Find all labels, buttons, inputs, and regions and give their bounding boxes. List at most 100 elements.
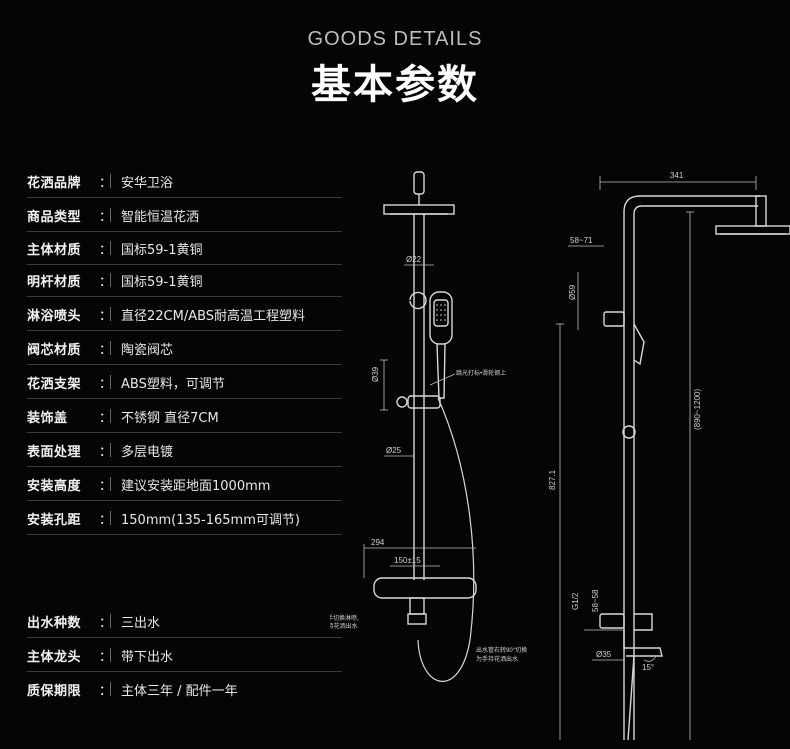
spec-colon: ： [99, 209, 113, 225]
spec-value: 陶瓷阀芯 [121, 342, 174, 358]
spec-colon: ： [99, 175, 113, 191]
spec-divider [27, 364, 342, 365]
spec-separator [110, 307, 111, 321]
spec-value: 不锈钢 直径7CM [121, 410, 219, 426]
dim-d39: Ø39 [371, 366, 380, 382]
spec-colon: ： [99, 342, 113, 358]
spec-label: 淋浴喷头 [27, 308, 82, 324]
spec-label: 主体龙头 [27, 649, 82, 665]
spec-colon: ： [99, 308, 113, 324]
spec-value: 国标59-1黄铜 [121, 274, 203, 290]
spec-label: 明杆材质 [27, 274, 82, 290]
spec-label: 出水种数 [27, 615, 82, 631]
spec-value: ABS塑料，可调节 [121, 376, 225, 392]
spec-colon: ： [99, 512, 113, 528]
spec-divider [27, 432, 342, 433]
dim-g12: G1/2 [571, 592, 580, 610]
spec-divider [27, 500, 342, 501]
product-diagram: Ø22 Ø39 Ø25 294 150±15 跳光打标•滑轮钢上 此把手切换淋喷… [330, 171, 790, 741]
spec-colon: ： [99, 683, 113, 699]
dim-h890-1200: (890~1200) [693, 389, 702, 430]
spec-label: 表面处理 [27, 444, 82, 460]
spec-label: 阀芯材质 [27, 342, 82, 358]
note-switch-1: 此把手切换淋喷, [330, 614, 359, 622]
spec-divider [27, 671, 342, 672]
header-title-en: GOODS DETAILS [307, 28, 483, 50]
spec-divider [27, 637, 342, 638]
spec-value: 国标59-1黄铜 [121, 242, 203, 258]
spec-row: 明杆材质 ： 国标59-1黄铜 [27, 269, 203, 291]
spec-label: 装饰盖 [27, 410, 68, 426]
spec-label: 商品类型 [27, 209, 82, 225]
spec-separator [110, 174, 111, 188]
spec-colon: ： [99, 649, 113, 665]
spec-divider [27, 296, 342, 297]
spec-row: 花洒品牌 ： 安华卫浴 [27, 170, 173, 192]
spec-label: 质保期限 [27, 683, 82, 699]
spec-separator [110, 375, 111, 389]
spec-value: 建议安装距地面1000mm [121, 478, 271, 494]
dim-w294: 294 [371, 538, 385, 547]
note-outlet-2: 为手持花洒出水 [476, 655, 518, 663]
spec-row: 阀芯材质 ： 陶瓷阀芯 [27, 337, 173, 359]
spec-separator [110, 477, 111, 491]
spec-separator [110, 208, 111, 222]
spec-separator [110, 341, 111, 355]
note-bracket: 跳光打标•滑轮钢上 [456, 369, 506, 377]
note-outlet-1: 出水管右转90°切换 [476, 646, 527, 654]
spec-row: 表面处理 ： 多层电镀 [27, 439, 173, 461]
spec-divider [27, 398, 342, 399]
spec-separator [110, 648, 111, 662]
spec-separator [110, 273, 111, 287]
spec-row: 安装孔距：150mm(135-165mm可调节) [27, 507, 300, 529]
spec-row: 花洒支架：ABS塑料，可调节 [27, 371, 225, 393]
spec-value: 带下出水 [121, 649, 174, 665]
dim-d25: Ø25 [386, 446, 402, 455]
dim-r58-71: 58~71 [570, 236, 593, 245]
spec-divider [27, 197, 342, 198]
spec-separator [110, 241, 111, 255]
spec-colon: ： [99, 478, 113, 494]
spec-separator [110, 682, 111, 696]
spec-value: 智能恒温花洒 [121, 209, 200, 225]
spec-colon: ： [99, 444, 113, 460]
spec-divider [27, 330, 342, 331]
dim-r58-58: 58~58 [591, 589, 600, 612]
spec-value: 三出水 [121, 615, 161, 631]
spec-label: 花洒支架 [27, 376, 82, 392]
spec-value: 主体三年 / 配件一年 [121, 683, 238, 699]
dim-w341: 341 [670, 171, 684, 180]
spec-colon: ： [99, 615, 113, 631]
spec-divider [27, 264, 342, 265]
spec-value: 多层电镀 [121, 444, 174, 460]
spec-row: 质保期限 ： 主体三年 / 配件一年 [27, 678, 238, 700]
spec-separator [110, 614, 111, 628]
note-switch-2: 水喷/手持花洒出水 [330, 622, 358, 630]
spec-separator [110, 409, 111, 423]
dim-d35: Ø35 [596, 650, 612, 659]
spec-row: 主体材质 ： 国标59-1黄铜 [27, 237, 203, 259]
spec-divider [27, 466, 342, 467]
spec-row: 淋浴喷头 ： 直径22CM/ABS耐高温工程塑料 [27, 303, 305, 325]
dim-a15: 15° [642, 663, 654, 672]
header-title-cn: 基本参数 [311, 62, 479, 108]
spec-label: 安装高度 [27, 478, 82, 494]
spec-label: 主体材质 [27, 242, 82, 258]
spec-divider [27, 231, 342, 232]
spec-row: 出水种数 ： 三出水 [27, 610, 160, 632]
dim-d22: Ø22 [406, 255, 422, 264]
spec-label: 花洒品牌 [27, 175, 82, 191]
spec-value: 安华卫浴 [121, 175, 174, 191]
spec-colon: ： [99, 410, 113, 426]
spec-row: 安装高度 ： 建议安装距地面1000mm [27, 473, 270, 495]
spec-separator [110, 511, 111, 525]
spec-row: 主体龙头 ： 带下出水 [27, 644, 173, 666]
spec-colon: ： [99, 242, 113, 258]
spec-value: 直径22CM/ABS耐高温工程塑料 [121, 308, 306, 324]
spec-separator [110, 443, 111, 457]
spec-colon: ： [99, 274, 113, 290]
dim-h827: 827.1 [548, 469, 557, 490]
spec-divider [27, 534, 342, 535]
spec-label: 安装孔距 [27, 512, 82, 528]
spec-row: 装饰盖 ： 不锈钢 直径7CM [27, 405, 219, 427]
